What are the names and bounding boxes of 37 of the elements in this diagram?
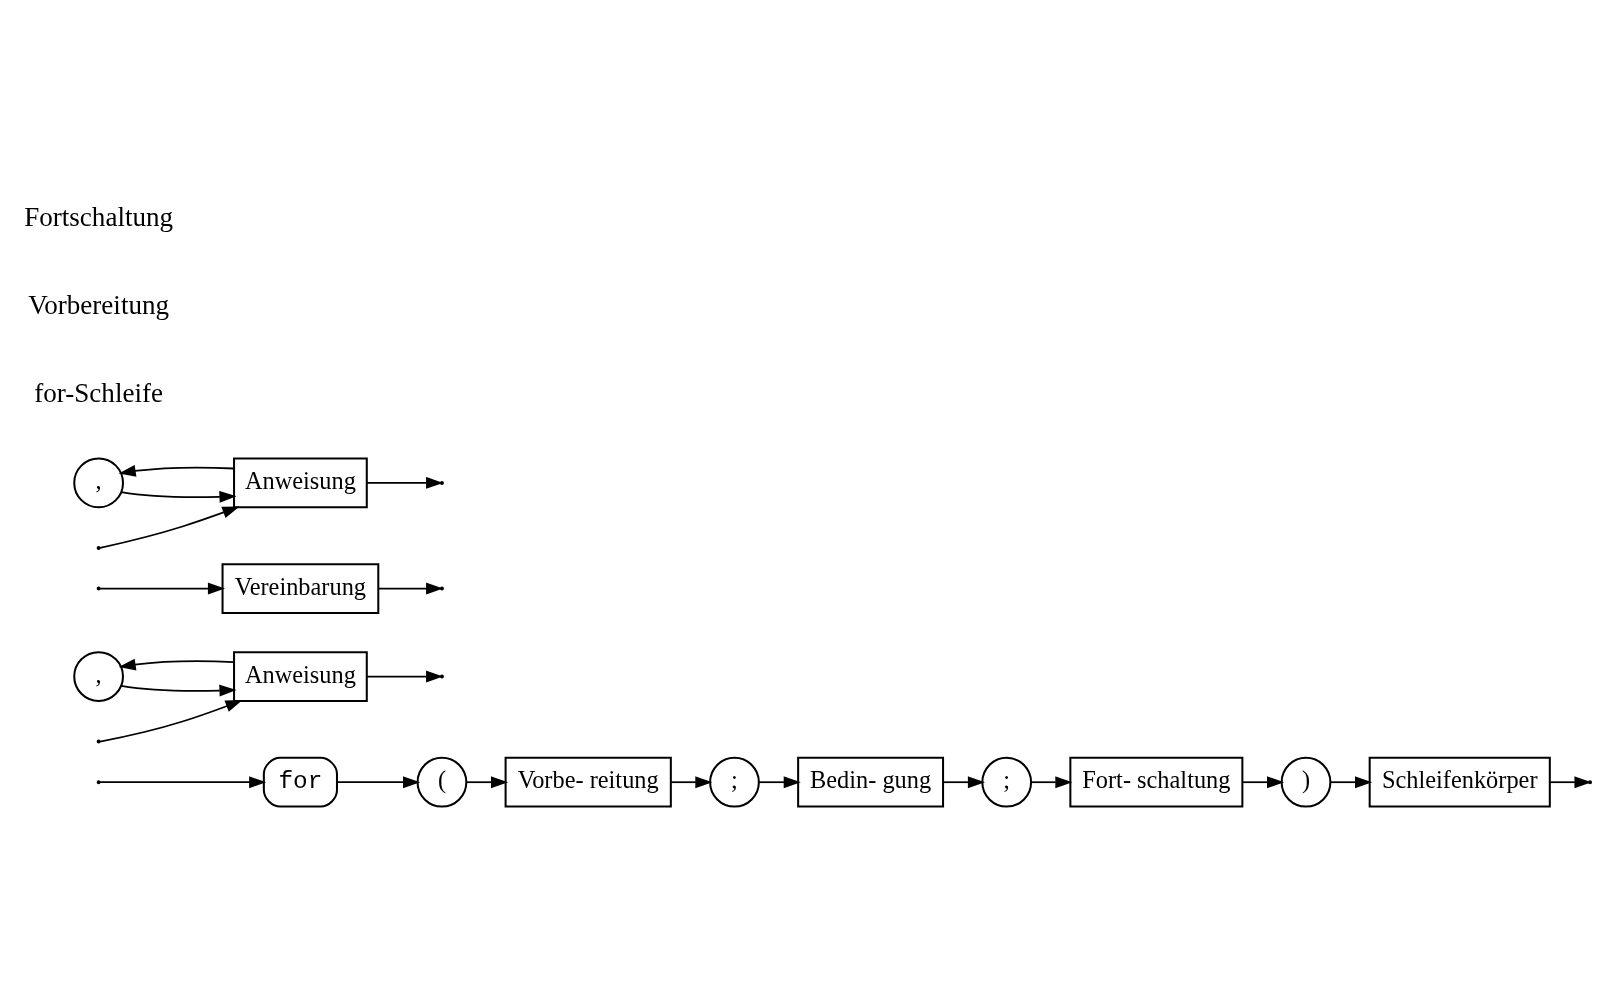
- arrow: [99, 582, 225, 595]
- node-box: Schleifenkörper: [1368, 756, 1551, 808]
- arrow: [120, 490, 237, 503]
- arrow: [99, 506, 240, 549]
- arrow: [366, 476, 444, 489]
- node-box: for: [262, 756, 338, 808]
- arrow: [1330, 776, 1373, 789]
- node-circle: ;: [981, 756, 1033, 808]
- node-circle: ,: [73, 457, 124, 509]
- arrow: [118, 464, 235, 477]
- arrow: [118, 658, 235, 671]
- arrow: [670, 776, 713, 789]
- arrow: [465, 776, 509, 789]
- arrow: [758, 776, 801, 789]
- node-circle: ;: [709, 756, 760, 808]
- node-circle: ): [1280, 756, 1332, 808]
- node-circle: ,: [73, 651, 124, 702]
- arrow: [99, 700, 243, 743]
- label: Fortschaltung: [24, 201, 174, 232]
- arrow: [942, 776, 985, 789]
- label: Vorbereitung: [28, 289, 170, 320]
- arrow: [99, 776, 267, 789]
- label: for-Schleife: [34, 377, 164, 408]
- node-box: Anweisung: [233, 651, 368, 702]
- node-box: Vorbe- reitung: [504, 756, 672, 808]
- node-circle: (: [416, 756, 468, 808]
- node-box: Fort- schaltung: [1069, 756, 1244, 808]
- node-box: Bedin- gung: [797, 756, 945, 808]
- arrow: [366, 670, 444, 683]
- node-box: Vereinbarung: [221, 563, 380, 614]
- arrow: [1030, 776, 1073, 789]
- arrow: [1549, 776, 1592, 789]
- arrow: [1241, 776, 1285, 789]
- node-box: Anweisung: [233, 457, 368, 509]
- arrow: [336, 776, 421, 789]
- arrow: [377, 582, 444, 595]
- arrow: [120, 684, 237, 697]
